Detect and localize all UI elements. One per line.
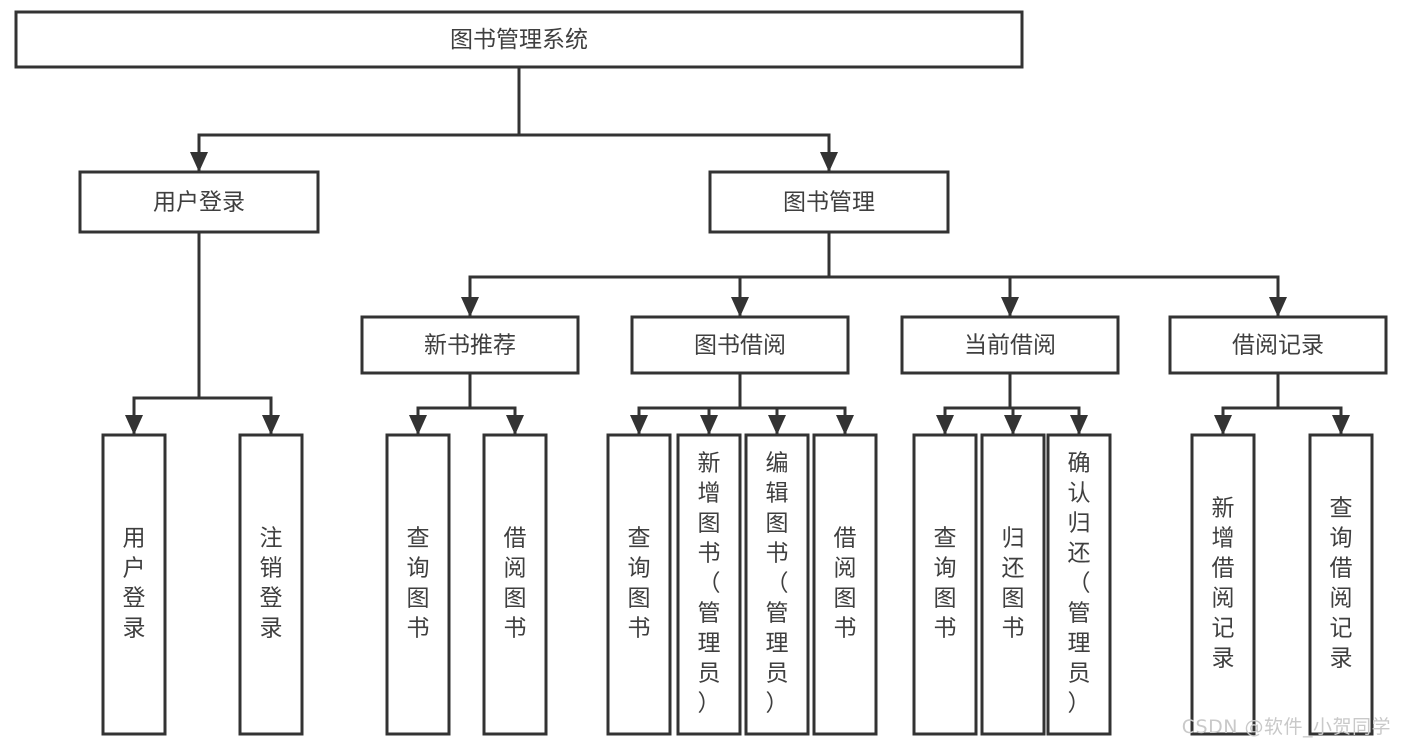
node-root-图书管理系统[interactable]: 图书管理系统 <box>14 10 1024 69</box>
node-rect <box>744 433 810 736</box>
node-leaf-7-借阅图书[interactable]: 借阅图书 <box>812 433 878 736</box>
node-rect <box>14 10 1024 69</box>
connector-layer <box>125 65 1350 437</box>
node-label: 新增借阅记录 <box>1212 496 1235 672</box>
node-leaf-11-新增借阅记录[interactable]: 新增借阅记录 <box>1190 433 1256 736</box>
node-label: 新增图书（管理员） <box>698 451 721 717</box>
node-leaf-8-查询图书[interactable]: 查询图书 <box>912 433 978 736</box>
node-label: 借阅图书 <box>834 526 857 642</box>
node-rect <box>630 315 850 375</box>
csdn-watermark: CSDN @软件_小贺同学 <box>1181 716 1391 738</box>
node-rect <box>676 433 742 736</box>
node-rect <box>78 170 320 234</box>
node-rect <box>360 315 580 375</box>
node-layer: 图书管理系统用户登录图书管理新书推荐图书借阅当前借阅借阅记录用户登录注销登录查询… <box>14 10 1388 736</box>
node-rect <box>101 433 167 736</box>
node-rect <box>606 433 672 736</box>
node-leaf-10-确认归还（管理员）[interactable]: 确认归还（管理员） <box>1046 433 1112 736</box>
node-label: 归还图书 <box>1002 526 1025 642</box>
node-rect <box>1190 433 1256 736</box>
node-label: 注销登录 <box>260 526 283 642</box>
node-label: 借阅图书 <box>504 526 527 642</box>
node-label: 图书管理系统 <box>450 27 588 53</box>
node-rect <box>1046 433 1112 736</box>
node-label: 查询图书 <box>628 526 651 642</box>
node-rect <box>900 315 1120 375</box>
node-label: 查询图书 <box>934 526 957 642</box>
node-rect <box>980 433 1046 736</box>
node-level1-用户登录[interactable]: 用户登录 <box>78 170 320 234</box>
node-label: 新书推荐 <box>424 333 516 359</box>
node-rect <box>482 433 548 736</box>
node-level2-借阅记录[interactable]: 借阅记录 <box>1168 315 1388 375</box>
node-level1-图书管理[interactable]: 图书管理 <box>708 170 950 234</box>
node-leaf-2-查询图书[interactable]: 查询图书 <box>385 433 451 736</box>
node-rect <box>238 433 304 736</box>
node-label: 用户登录 <box>153 190 245 216</box>
node-label: 图书借阅 <box>694 333 786 359</box>
node-leaf-1-注销登录[interactable]: 注销登录 <box>238 433 304 736</box>
node-rect <box>708 170 950 234</box>
node-label: 当前借阅 <box>964 333 1056 359</box>
node-label: 图书管理 <box>783 190 875 216</box>
node-rect <box>912 433 978 736</box>
node-leaf-5-新增图书（管理员）[interactable]: 新增图书（管理员） <box>676 433 742 736</box>
node-label: 查询借阅记录 <box>1330 496 1353 672</box>
node-leaf-4-查询图书[interactable]: 查询图书 <box>606 433 672 736</box>
node-label: 确认归还（管理员） <box>1068 451 1091 717</box>
node-leaf-3-借阅图书[interactable]: 借阅图书 <box>482 433 548 736</box>
node-label: 编辑图书（管理员） <box>766 451 789 717</box>
node-level2-当前借阅[interactable]: 当前借阅 <box>900 315 1120 375</box>
node-rect <box>1308 433 1374 736</box>
node-level2-图书借阅[interactable]: 图书借阅 <box>630 315 850 375</box>
node-rect <box>385 433 451 736</box>
node-label: 借阅记录 <box>1232 333 1324 359</box>
node-leaf-9-归还图书[interactable]: 归还图书 <box>980 433 1046 736</box>
node-label: 查询图书 <box>407 526 430 642</box>
node-leaf-12-查询借阅记录[interactable]: 查询借阅记录 <box>1308 433 1374 736</box>
node-rect <box>1168 315 1388 375</box>
node-leaf-6-编辑图书（管理员）[interactable]: 编辑图书（管理员） <box>744 433 810 736</box>
node-label: 用户登录 <box>123 526 146 642</box>
node-level2-新书推荐[interactable]: 新书推荐 <box>360 315 580 375</box>
node-leaf-0-用户登录[interactable]: 用户登录 <box>101 433 167 736</box>
node-rect <box>812 433 878 736</box>
